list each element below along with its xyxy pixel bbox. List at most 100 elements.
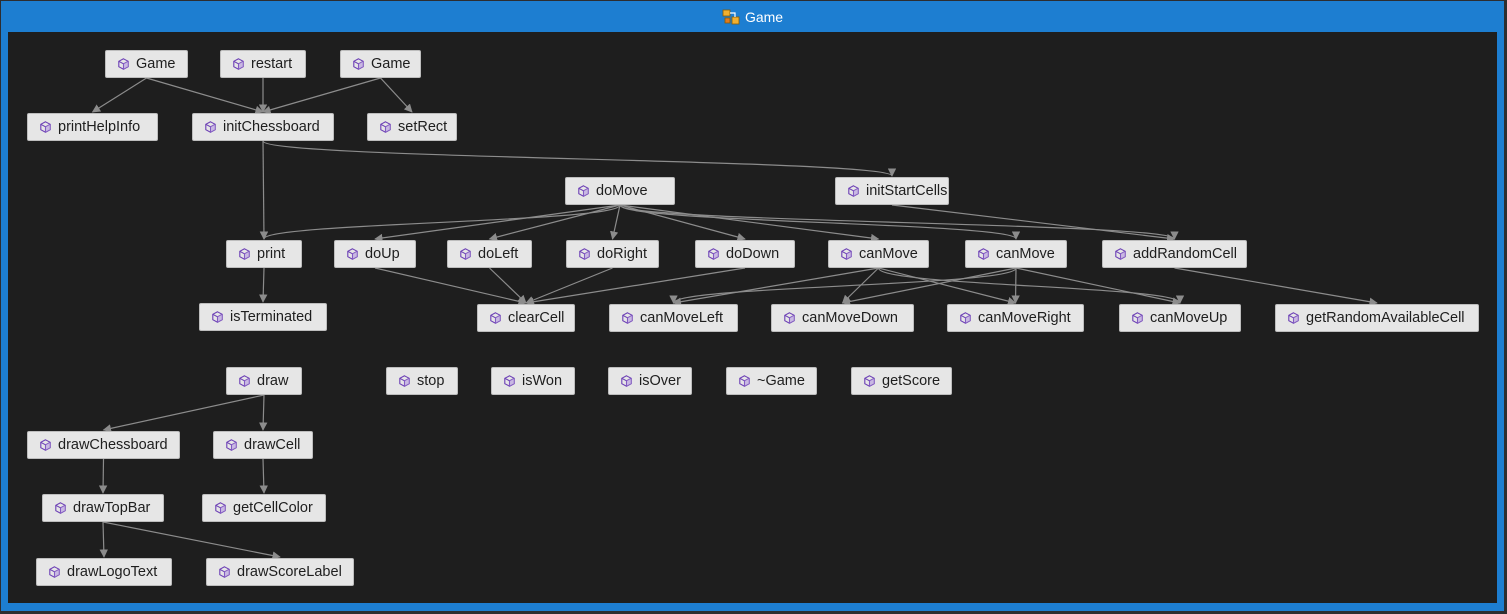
method-cube-icon bbox=[347, 248, 358, 260]
method-node-clearCell[interactable]: clearCell bbox=[477, 304, 575, 332]
method-node-canMove1[interactable]: canMove bbox=[828, 240, 929, 268]
call-edge-canMove1-canMoveRight bbox=[878, 267, 1017, 306]
call-edge-doMove-canMove2 bbox=[619, 204, 1021, 240]
method-node-game2[interactable]: Game bbox=[340, 50, 421, 78]
method-node-draw[interactable]: draw bbox=[226, 367, 302, 395]
method-cube-icon bbox=[460, 248, 471, 260]
method-node-label: drawChessboard bbox=[58, 437, 168, 453]
call-edge-doLeft-clearCell bbox=[489, 267, 527, 304]
method-node-canMove2[interactable]: canMove bbox=[965, 240, 1067, 268]
method-node-setRect[interactable]: setRect bbox=[367, 113, 457, 141]
call-edge-drawChessboard-drawTopBar bbox=[98, 458, 108, 494]
method-node-label: isWon bbox=[522, 373, 563, 389]
call-edge-doMove-canMove1 bbox=[619, 204, 880, 243]
method-cube-icon bbox=[579, 248, 590, 260]
method-cube-icon bbox=[784, 312, 795, 324]
call-edge-initStartCells-addRandomCell bbox=[891, 204, 1176, 243]
method-node-destructor[interactable]: ~Game bbox=[726, 367, 817, 395]
method-node-getScore[interactable]: getScore bbox=[851, 367, 952, 395]
method-node-label: canMoveUp bbox=[1150, 310, 1228, 326]
call-edge-game1-initChessboard bbox=[146, 77, 264, 114]
method-node-label: getCellColor bbox=[233, 500, 313, 516]
method-node-label: Game bbox=[371, 56, 411, 72]
method-cube-icon bbox=[960, 312, 971, 324]
method-node-restart[interactable]: restart bbox=[220, 50, 306, 78]
method-node-label: restart bbox=[251, 56, 293, 72]
window-title: Game bbox=[744, 8, 784, 25]
method-node-isTerminated[interactable]: isTerminated bbox=[199, 303, 327, 331]
method-node-canMoveLeft[interactable]: canMoveLeft bbox=[609, 304, 738, 332]
method-node-label: doDown bbox=[726, 246, 780, 262]
method-node-label: ~Game bbox=[757, 373, 805, 389]
class-diagram-icon bbox=[722, 8, 740, 26]
method-node-label: isOver bbox=[639, 373, 681, 389]
method-cube-icon bbox=[219, 566, 230, 578]
method-cube-icon bbox=[40, 439, 51, 451]
method-node-label: canMoveLeft bbox=[640, 310, 724, 326]
call-edge-game1-printHelpInfo bbox=[91, 77, 147, 113]
method-node-drawCell[interactable]: drawCell bbox=[213, 431, 313, 459]
method-cube-icon bbox=[739, 375, 750, 387]
method-node-label: setRect bbox=[398, 119, 448, 135]
method-node-label: getScore bbox=[882, 373, 941, 389]
call-edge-drawCell-getCellColor bbox=[259, 458, 268, 494]
method-cube-icon bbox=[215, 502, 226, 514]
method-node-isOver[interactable]: isOver bbox=[608, 367, 692, 395]
method-node-initChessboard[interactable]: initChessboard bbox=[192, 113, 334, 141]
method-node-drawLogoText[interactable]: drawLogoText bbox=[36, 558, 172, 586]
vertical-scrollbar[interactable] bbox=[1497, 32, 1503, 603]
call-edge-initChessboard-initStartCells bbox=[262, 140, 896, 177]
method-node-game1[interactable]: Game bbox=[105, 50, 188, 78]
method-cube-icon bbox=[239, 375, 250, 387]
method-cube-icon bbox=[708, 248, 719, 260]
method-node-label: canMoveRight bbox=[978, 310, 1071, 326]
method-node-drawTopBar[interactable]: drawTopBar bbox=[42, 494, 164, 522]
method-node-label: drawTopBar bbox=[73, 500, 151, 516]
call-edge-canMove2-canMoveDown bbox=[841, 267, 1017, 306]
method-node-label: doLeft bbox=[478, 246, 519, 262]
method-node-canMoveRight[interactable]: canMoveRight bbox=[947, 304, 1084, 332]
method-node-drawScoreLabel[interactable]: drawScoreLabel bbox=[206, 558, 354, 586]
method-node-label: canMove bbox=[996, 246, 1055, 262]
method-node-drawChessboard[interactable]: drawChessboard bbox=[27, 431, 180, 459]
method-node-isWon[interactable]: isWon bbox=[491, 367, 575, 395]
method-cube-icon bbox=[239, 248, 250, 260]
call-edge-doMove-doLeft bbox=[488, 204, 621, 242]
method-cube-icon bbox=[233, 58, 244, 70]
method-node-canMoveUp[interactable]: canMoveUp bbox=[1119, 304, 1241, 332]
method-cube-icon bbox=[848, 185, 859, 197]
method-node-getRandomAvailableCell[interactable]: getRandomAvailableCell bbox=[1275, 304, 1479, 332]
method-node-doRight[interactable]: doRight bbox=[566, 240, 659, 268]
call-edge-canMove2-canMoveLeft bbox=[669, 267, 1017, 304]
method-node-stop[interactable]: stop bbox=[386, 367, 458, 395]
call-edge-doMove-doRight bbox=[610, 204, 621, 240]
method-node-doMove[interactable]: doMove bbox=[565, 177, 675, 205]
method-node-label: canMove bbox=[859, 246, 918, 262]
call-edge-canMove2-canMoveRight bbox=[1011, 267, 1020, 304]
call-graph-edges bbox=[91, 77, 1378, 560]
method-node-label: clearCell bbox=[508, 310, 565, 326]
method-node-doUp[interactable]: doUp bbox=[334, 240, 416, 268]
call-graph-canvas[interactable]: Game restart Game printHelpInfo initChessboa… bbox=[8, 32, 1497, 603]
method-node-canMoveDown[interactable]: canMoveDown bbox=[771, 304, 914, 332]
method-node-getCellColor[interactable]: getCellColor bbox=[202, 494, 326, 522]
method-node-print[interactable]: print bbox=[226, 240, 302, 268]
method-node-doDown[interactable]: doDown bbox=[695, 240, 795, 268]
method-node-initStartCells[interactable]: initStartCells bbox=[835, 177, 949, 205]
method-cube-icon bbox=[978, 248, 989, 260]
method-cube-icon bbox=[1115, 248, 1126, 260]
method-cube-icon bbox=[621, 375, 632, 387]
call-edge-doMove-addRandomCell bbox=[619, 204, 1179, 240]
call-edge-drawTopBar-drawLogoText bbox=[99, 521, 108, 558]
method-cube-icon bbox=[212, 311, 223, 323]
call-edge-drawTopBar-drawScoreLabel bbox=[102, 521, 281, 560]
method-node-addRandomCell[interactable]: addRandomCell bbox=[1102, 240, 1247, 268]
method-cube-icon bbox=[864, 375, 875, 387]
call-edge-draw-drawChessboard bbox=[102, 394, 265, 433]
method-node-printHelpInfo[interactable]: printHelpInfo bbox=[27, 113, 158, 141]
method-node-label: drawLogoText bbox=[67, 564, 158, 580]
method-cube-icon bbox=[399, 375, 410, 387]
method-node-label: initChessboard bbox=[223, 119, 320, 135]
method-node-doLeft[interactable]: doLeft bbox=[447, 240, 532, 268]
